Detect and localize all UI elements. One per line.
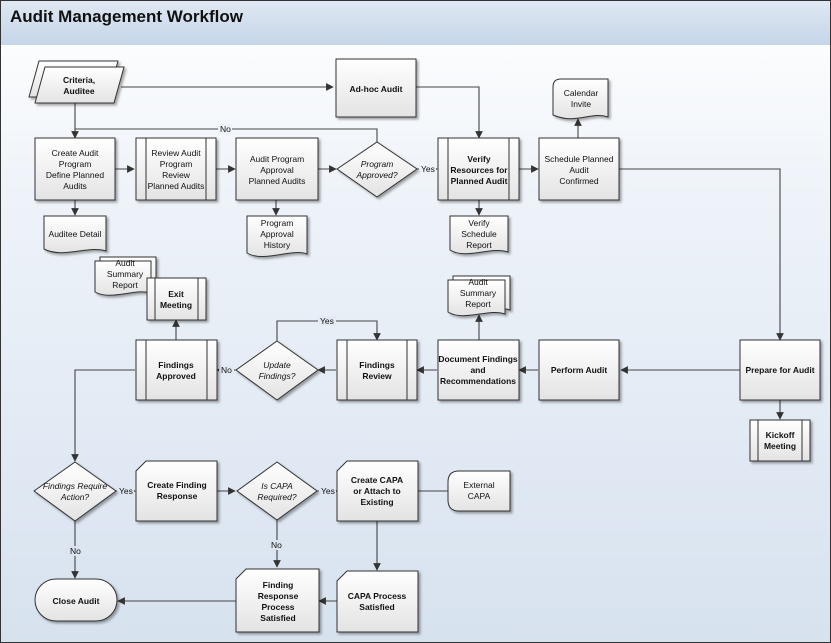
text-prepare-audit: Prepare for Audit	[745, 365, 814, 375]
node-prepare-audit	[739, 339, 821, 401]
text-close-audit: Close Audit	[53, 596, 100, 606]
edge-approved-to-require-action	[71, 369, 135, 462]
node-finding-response-satisfied	[235, 568, 320, 633]
node-auditee-detail	[43, 215, 107, 254]
node-program-approval	[235, 137, 319, 201]
diagram-title: Audit Management Workflow	[10, 7, 243, 26]
node-findings-approved	[135, 339, 218, 401]
node-summary-report-1	[94, 256, 157, 296]
label-yes-action: Yes	[119, 486, 133, 496]
title-bar: Audit Management Workflow	[1, 1, 830, 45]
node-perform-audit	[538, 339, 620, 401]
text-auditee-detail: Auditee Detail	[49, 229, 102, 239]
node-calendar	[552, 78, 609, 120]
node-verify-resources	[437, 137, 520, 201]
shapes	[28, 58, 821, 633]
node-is-capa-required	[236, 461, 318, 521]
text-criteria: Criteria,Auditee	[63, 75, 95, 96]
node-findings-require-action	[33, 461, 117, 522]
node-kickoff	[749, 419, 811, 462]
node-schedule-report	[449, 215, 509, 255]
text-adhoc: Ad-hoc Audit	[349, 84, 402, 94]
node-findings-review	[336, 339, 418, 401]
node-capa-satisfied	[336, 570, 419, 633]
label-no-action: No	[70, 546, 81, 556]
label-no-update: No	[221, 365, 232, 375]
node-schedule-audit	[538, 137, 620, 201]
node-create-program	[34, 137, 116, 201]
edge-approved-no-back	[75, 128, 378, 142]
node-summary-report-2	[447, 275, 511, 317]
node-adhoc	[335, 58, 417, 118]
label-no-capa: No	[271, 540, 282, 550]
node-update-findings	[235, 340, 319, 401]
node-review-program	[135, 137, 217, 201]
node-document-findings	[437, 339, 520, 401]
label-yes-capa: Yes	[321, 486, 335, 496]
node-external-capa	[447, 470, 511, 512]
node-exit-meeting	[146, 277, 207, 321]
label-yes-program: Yes	[421, 164, 435, 174]
edge-adhoc-to-verify	[416, 86, 483, 139]
node-program-approved	[336, 141, 418, 198]
text-perform-audit: Perform Audit	[551, 365, 608, 375]
label-no-program: No	[220, 124, 231, 134]
node-create-capa	[336, 460, 419, 522]
node-criteria	[28, 60, 125, 104]
label-yes-update: Yes	[320, 316, 334, 326]
node-close-audit	[34, 578, 118, 622]
node-approval-history	[246, 215, 308, 257]
node-create-finding-response	[135, 460, 218, 522]
edge-labels: No Yes Yes No Yes No Yes No	[67, 124, 436, 556]
edge-schedule-to-prepare	[619, 168, 784, 341]
